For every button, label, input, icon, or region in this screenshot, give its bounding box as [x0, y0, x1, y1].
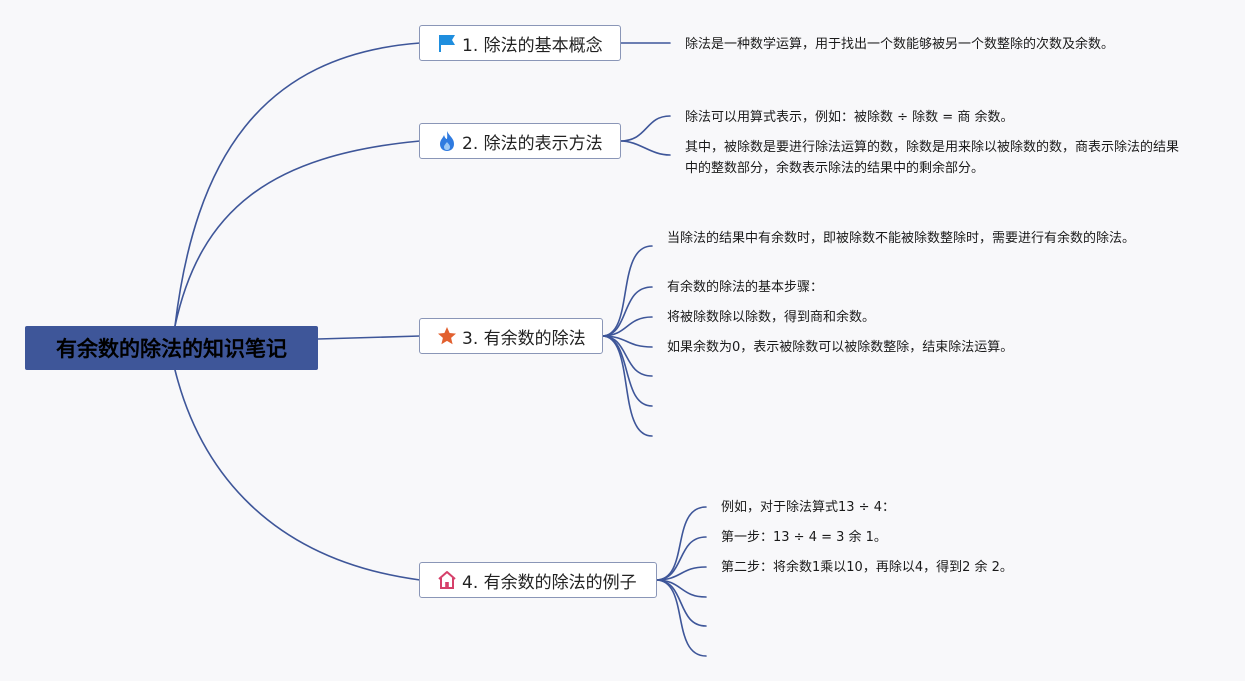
star-icon	[436, 325, 458, 347]
flame-icon	[436, 130, 458, 152]
note-4-1[interactable]: 例如，对于除法算式13 ÷ 4：	[721, 500, 895, 515]
topic-examples[interactable]: 4. 有余数的除法的例子	[419, 562, 657, 598]
branch-note-3-2	[601, 286, 653, 337]
topic-label: 1. 除法的基本概念	[462, 35, 603, 56]
branch-topic-4	[174, 369, 421, 581]
topic-representation[interactable]: 2. 除法的表示方法	[419, 123, 621, 159]
branch-note-4-2	[655, 536, 707, 581]
note-3-4[interactable]: 如果余数为0，表示被除数可以被除数整除，结束除法运算。	[667, 340, 1014, 355]
branch-topic-1	[174, 42, 421, 327]
branch-note-2-2	[619, 140, 671, 156]
branch-topic-2	[174, 140, 421, 327]
topic-label: 2. 除法的表示方法	[462, 133, 603, 154]
note-1-1[interactable]: 除法是一种数学运算，用于找出一个数能够被另一个数整除的次数及余数。	[685, 37, 1115, 52]
topic-label: 3. 有余数的除法	[462, 328, 586, 349]
branch-note-3-7	[601, 335, 653, 437]
note-4-2[interactable]: 第一步：13 ÷ 4 = 3 余 1。	[721, 530, 887, 545]
branch-note-4-1	[655, 506, 707, 581]
flag-icon	[436, 32, 458, 54]
branch-note-3-1	[601, 245, 653, 337]
topic-basic-concept[interactable]: 1. 除法的基本概念	[419, 25, 621, 61]
branch-topic-3	[317, 335, 421, 340]
note-3-1[interactable]: 当除法的结果中有余数时，即被除数不能被除数整除时，需要进行有余数的除法。	[667, 231, 1136, 246]
branch-note-3-3	[601, 316, 653, 337]
note-3-3[interactable]: 将被除数除以除数，得到商和余数。	[667, 310, 876, 325]
branch-note-4-4	[655, 579, 707, 598]
central-topic[interactable]: 有余数的除法的知识笔记	[25, 326, 318, 370]
house-icon	[436, 569, 458, 591]
note-4-3[interactable]: 第二步：将余数1乘以10，再除以4，得到2 余 2。	[721, 560, 1013, 575]
note-2-1[interactable]: 除法可以用算式表示，例如：被除数 ÷ 除数 = 商 余数。	[685, 110, 1014, 125]
branch-note-4-6	[655, 579, 707, 657]
topic-label: 4. 有余数的除法的例子	[462, 572, 637, 593]
note-3-2[interactable]: 有余数的除法的基本步骤：	[667, 280, 824, 295]
central-topic-label: 有余数的除法的知识笔记	[56, 337, 287, 361]
topic-division-with-remainder[interactable]: 3. 有余数的除法	[419, 318, 603, 354]
branch-note-2-1	[619, 115, 671, 142]
note-2-2[interactable]: 其中，被除数是要进行除法运算的数，除数是用来除以被除数的数，商表示除法的结果中的…	[685, 140, 1180, 176]
